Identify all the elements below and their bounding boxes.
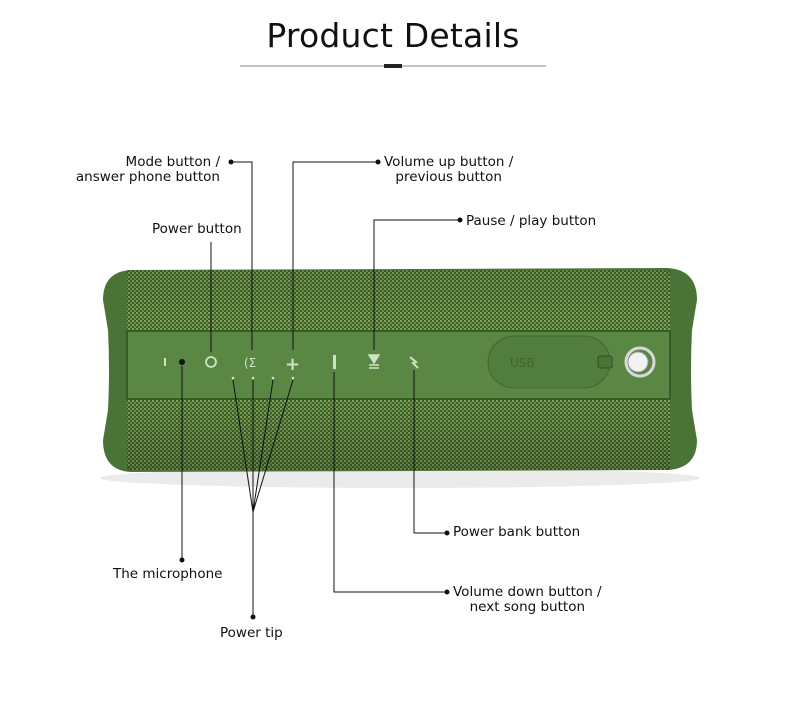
callout-mode: Mode button / answer phone button [75,154,220,185]
volume-up-leader [292,161,378,350]
callout-pause: Pause / play button [466,213,597,229]
speaker-shadow [100,468,700,488]
callout-volume-up: Volume up button / previous button [384,154,514,185]
page-title: Product Details [266,16,520,55]
power-bank-icon [409,356,419,369]
strap-ring [624,346,656,378]
led-2 [251,376,255,380]
pause-leader [373,219,460,350]
led-4 [291,376,295,380]
power-icon [205,356,217,368]
volume-down-icon [333,355,336,369]
led-1 [231,376,235,380]
mic-label [164,358,166,366]
callout-power-bank: Power bank button [453,524,581,540]
callout-power-tip: Power tip [220,625,283,641]
usb-cover [487,335,611,389]
microphone-hole [179,359,185,365]
callout-microphone: The microphone [113,566,223,582]
volume-down-leader [333,372,447,593]
title-rule-accent [384,64,402,68]
callout-volume-down: Volume down button / next song button [453,584,602,615]
play-pause-icon [367,354,381,369]
power-bank-leader [413,370,447,534]
strap-button [627,351,649,373]
volume-up-icon: + [285,354,300,375]
usb-label: USB [510,356,535,370]
power-tip-leader [232,379,294,617]
mode-icon: (Σ [244,356,256,370]
mode-leader [231,161,253,350]
led-3 [271,376,275,380]
callout-power: Power button [152,221,242,237]
